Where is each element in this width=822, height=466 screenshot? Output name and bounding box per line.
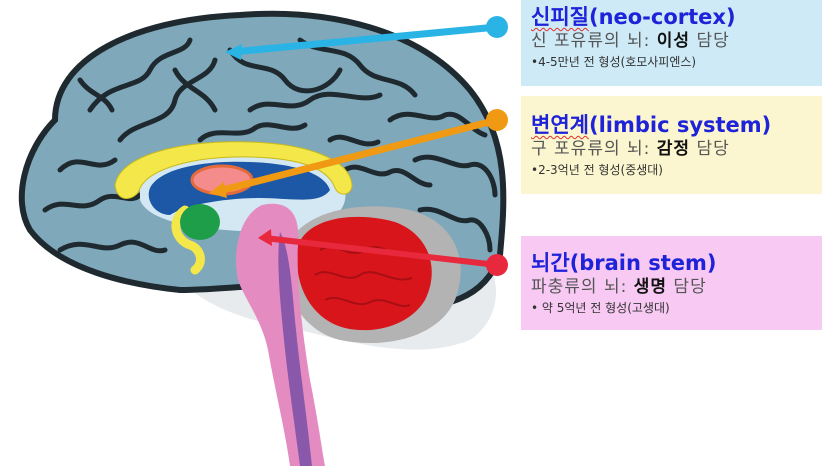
brainstem-origin: • 약 5억년 전 형성(고생대) xyxy=(531,299,814,317)
label-brain-stem: 뇌간(brain stem) 파충류의 뇌: 생명 담당 • 약 5억년 전 형… xyxy=(521,236,822,330)
brainstem-title: 뇌간(brain stem) xyxy=(531,250,814,276)
neocortex-origin: •4-5만년 전 형성(호모사피엔스) xyxy=(531,53,814,71)
neocortex-title: 신피질(neo-cortex) xyxy=(531,4,814,30)
label-neocortex: 신피질(neo-cortex) 신 포유류의 뇌: 이성 담당 •4-5만년 전… xyxy=(521,0,822,86)
brainstem-description: 파충류의 뇌: 생명 담당 xyxy=(531,276,814,299)
amygdala xyxy=(180,204,220,240)
neocortex-description: 신 포유류의 뇌: 이성 담당 xyxy=(531,30,814,53)
limbic-description: 구 포유류의 뇌: 감정 담당 xyxy=(531,138,814,161)
limbic-title: 변연계(limbic system) xyxy=(531,112,814,138)
limbic-origin: •2-3억년 전 형성(중생대) xyxy=(531,161,814,179)
label-limbic-system: 변연계(limbic system) 구 포유류의 뇌: 감정 담당 •2-3억… xyxy=(521,96,822,194)
